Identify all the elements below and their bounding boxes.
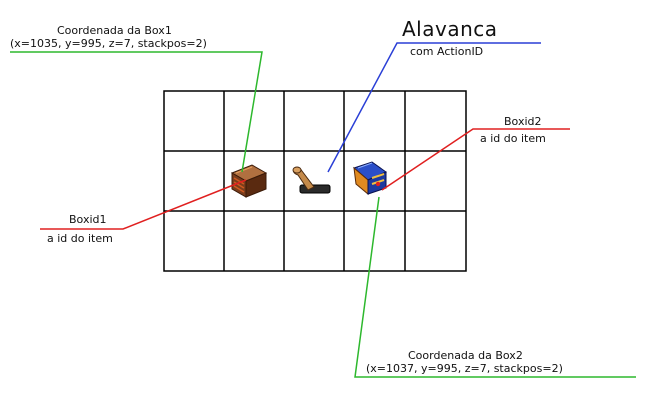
callout-lines	[10, 42, 636, 378]
blue-chest-icon	[353, 161, 388, 196]
box1-coord-values: (x=1035, y=995, z=7, stackpos=2)	[10, 37, 207, 50]
box2-coord-title: Coordenada da Box2	[408, 349, 523, 362]
boxid1-title: Boxid1	[69, 213, 107, 226]
tile-grid	[163, 90, 467, 272]
lever-pointer	[327, 42, 541, 173]
box1-coord-pointer	[10, 51, 263, 173]
box1-coord-title: Coordenada da Box1	[57, 24, 172, 37]
box2-coord-pointer	[354, 196, 636, 378]
lever-icon	[292, 166, 331, 194]
grid-border	[163, 90, 467, 272]
lever-title: Alavanca	[402, 17, 498, 41]
boxid2-pointer	[381, 128, 570, 191]
lever-subtitle: com ActionID	[410, 45, 484, 58]
boxid1-pointer	[40, 179, 247, 230]
box2-coord-values: (x=1037, y=995, z=7, stackpos=2)	[366, 362, 563, 375]
wooden-box-icon	[230, 164, 268, 198]
boxid2-subtitle: a id do item	[480, 132, 546, 145]
boxid2-title: Boxid2	[504, 115, 542, 128]
boxid1-subtitle: a id do item	[47, 232, 113, 245]
